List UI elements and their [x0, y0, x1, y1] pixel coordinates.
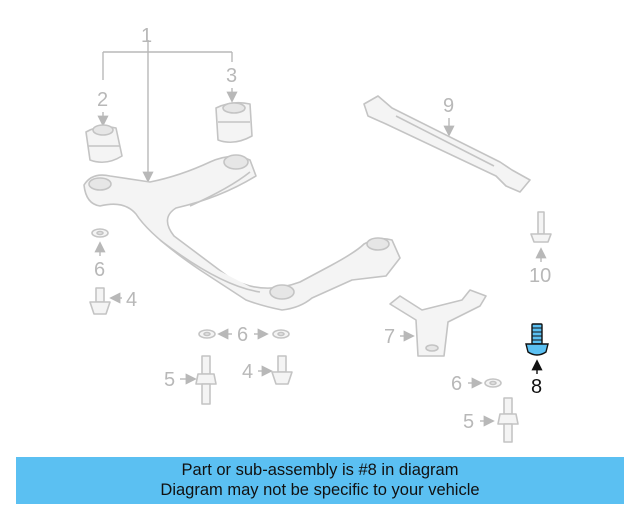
bracket-part-7	[389, 289, 487, 357]
banner-line-1: Part or sub-assembly is #8 in diagram	[181, 461, 459, 479]
callout-9-label: 9	[443, 95, 454, 117]
callout-6-label-right: 6	[451, 373, 462, 395]
callout-4-label-left: 4	[126, 289, 137, 311]
crossbar-part-9	[363, 95, 531, 193]
callout-10-label: 10	[529, 265, 551, 287]
callout-7-label: 7	[384, 326, 395, 348]
callout-8-label: 8	[531, 376, 542, 398]
callout-3-label: 3	[226, 65, 237, 87]
bolt-part-8-highlighted[interactable]	[525, 323, 549, 356]
callout-4-label-center: 4	[242, 361, 253, 383]
callout-6-label-left: 6	[94, 259, 105, 281]
callout-2-label: 2	[97, 89, 108, 111]
bushing-part-2	[85, 124, 123, 164]
stud-part-5-right	[497, 397, 519, 443]
callout-1-bracket	[102, 40, 233, 183]
washer-part-6-center-a	[198, 329, 216, 339]
bolt-part-4-left	[89, 287, 111, 315]
info-banner: Part or sub-assembly is #8 in diagram Di…	[16, 457, 624, 504]
subframe-part-1	[83, 154, 401, 311]
stud-part-5-left	[195, 355, 217, 405]
callout-6-label-center: 6	[237, 324, 248, 346]
bushing-part-3	[215, 101, 253, 144]
washer-part-6-center-b	[272, 329, 290, 339]
bolt-part-10	[530, 211, 552, 243]
washer-part-6-left	[91, 228, 109, 238]
callout-1-label: 1	[141, 25, 152, 47]
callout-5-label-left: 5	[164, 369, 175, 391]
bolt-part-4-center	[271, 355, 293, 385]
callout-5-label-right: 5	[463, 411, 474, 433]
washer-part-6-right	[484, 378, 502, 388]
banner-line-2: Diagram may not be specific to your vehi…	[160, 481, 480, 499]
parts-diagram: 1 2 3 9 10 6	[83, 25, 552, 443]
